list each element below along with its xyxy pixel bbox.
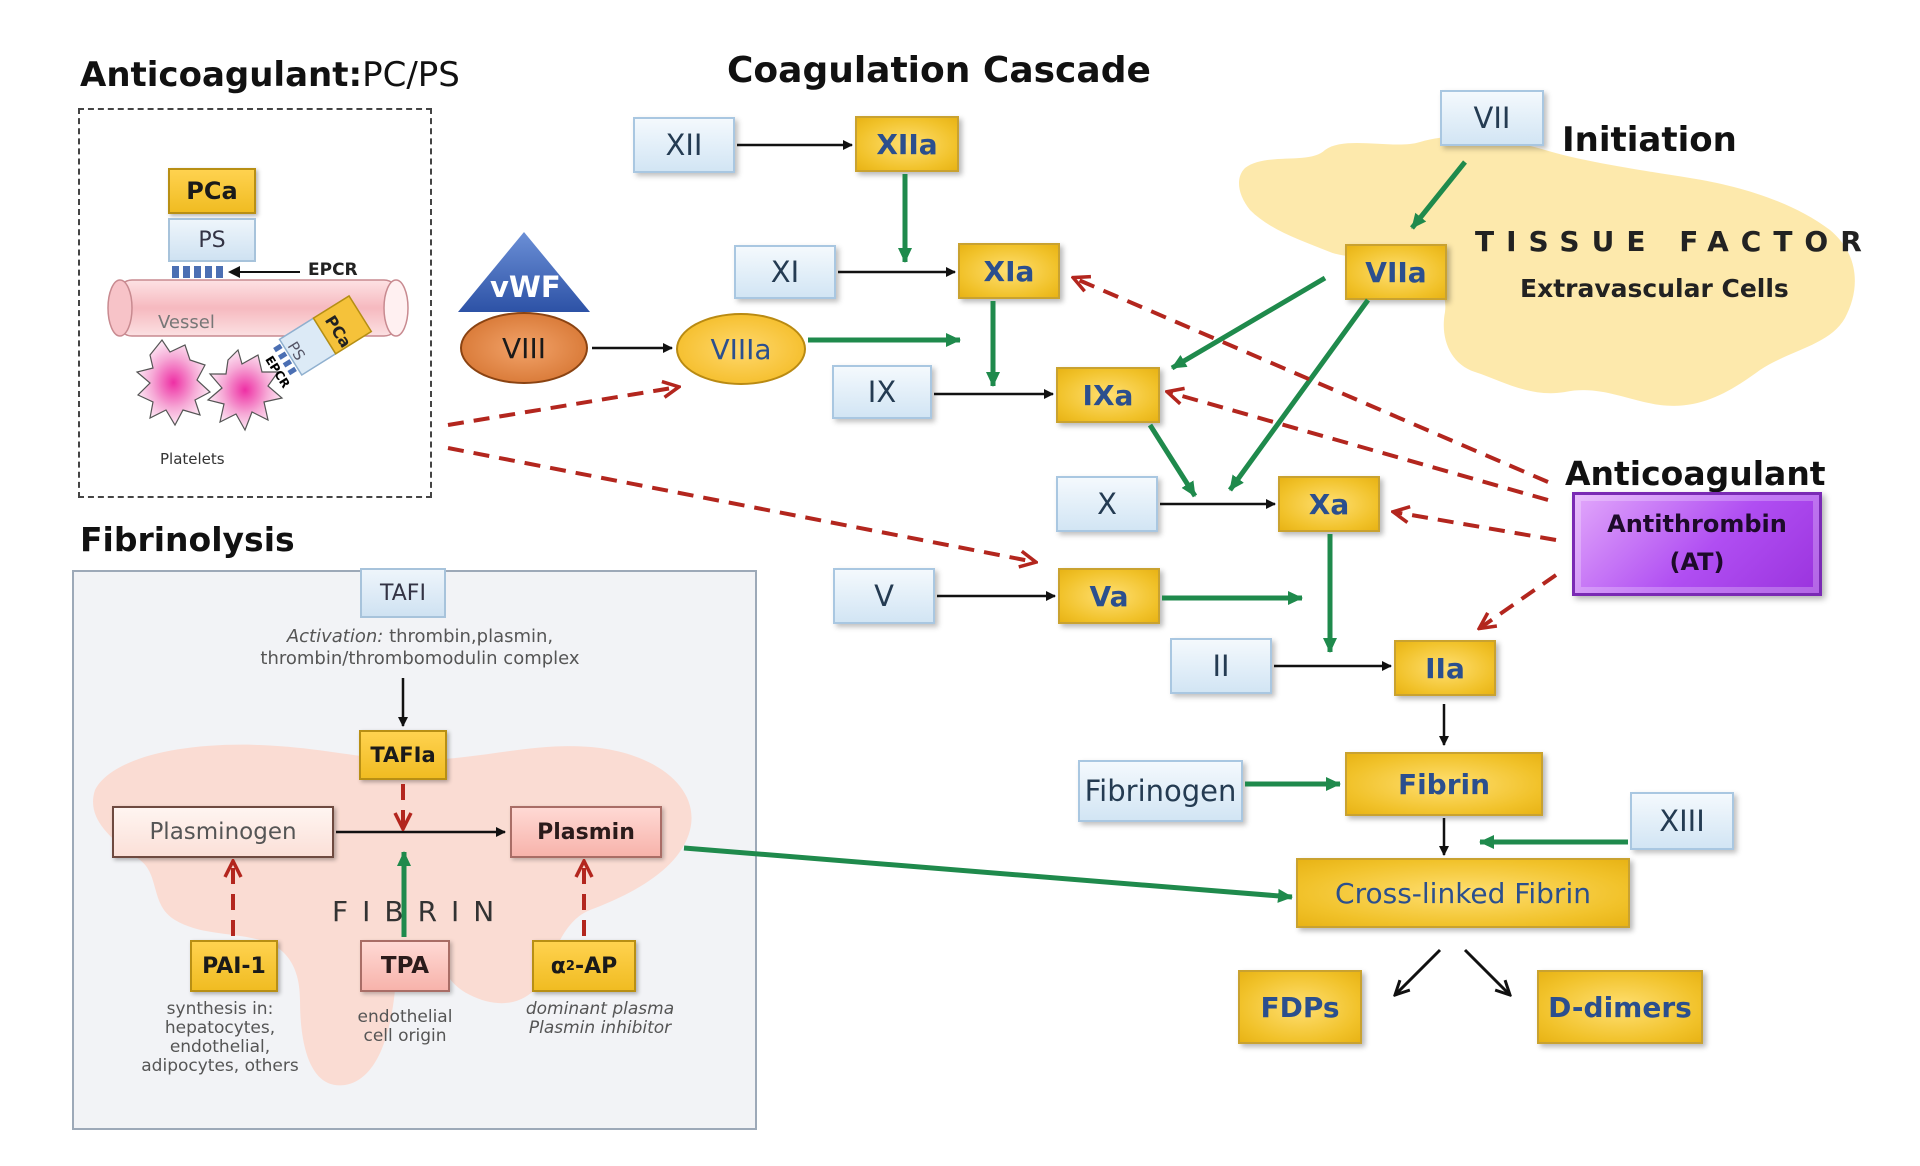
factor-xi: XI xyxy=(734,245,836,299)
factor-viiia: VIIIa xyxy=(676,313,806,385)
arrow-plasmin-to-crosslinked xyxy=(683,845,1293,903)
plasmin-box: Plasmin xyxy=(510,806,662,858)
vwf-label: vWF xyxy=(490,270,561,304)
fibrin-box: Fibrin xyxy=(1345,752,1543,816)
arrow-at-to-iia xyxy=(1480,573,1558,628)
factor-xia: XIa xyxy=(958,243,1060,299)
epcr-label: EPCR xyxy=(308,260,358,280)
fibrinogen-box: Fibrinogen xyxy=(1078,760,1243,822)
factor-ixa: IXa xyxy=(1056,367,1160,423)
factor-xa: Xa xyxy=(1278,476,1380,532)
tafi-activation-note: Activation: thrombin,plasmin, thrombin/t… xyxy=(260,626,580,669)
plasminogen-box: Plasminogen xyxy=(112,806,334,858)
arrow-vii-to-viia xyxy=(1410,160,1467,230)
tpa-box: TPA xyxy=(360,940,450,992)
antithrombin-abbr: (AT) xyxy=(1669,548,1725,576)
arrow-pcps-to-va xyxy=(447,446,1035,562)
arrow-at-to-ixa xyxy=(1168,392,1549,502)
anticoagulant-heading: Anticoagulant xyxy=(1565,454,1826,493)
a2ap-note: dominant plasma Plasmin inhibitor xyxy=(525,999,675,1038)
fibrinolysis-heading: Fibrinolysis xyxy=(80,520,295,559)
factor-vii: VII xyxy=(1440,90,1544,146)
factor-x: X xyxy=(1056,476,1158,532)
tissue-factor-label: TISSUE FACTOR xyxy=(1475,225,1874,258)
factor-xii: XII xyxy=(633,117,735,173)
tpa-note: endothelial cell origin xyxy=(357,1007,453,1046)
arrow-at-to-xia xyxy=(1074,278,1549,484)
factor-ix: IX xyxy=(832,365,932,419)
factor-va: Va xyxy=(1058,568,1160,624)
arrow-viia-to-x xyxy=(1227,298,1371,492)
factor-xiia: XIIa xyxy=(855,116,959,172)
platelets-label: Platelets xyxy=(160,450,225,468)
vessel-label: Vessel xyxy=(158,312,215,333)
initiation-heading: Initiation xyxy=(1562,120,1737,160)
pca-box: PCa xyxy=(168,168,256,214)
fibrin-background-label: FIBRIN xyxy=(332,895,509,928)
cascade-heading: Coagulation Cascade xyxy=(727,50,1151,91)
arrow-crosslinked-to-fdps xyxy=(1395,948,1442,995)
factor-viia: VIIa xyxy=(1345,244,1447,300)
factor-xiii: XIII xyxy=(1630,792,1734,850)
tafia-box: TAFIa xyxy=(359,730,447,780)
arrow-pcps-to-viiia xyxy=(447,387,678,427)
factor-ii: II xyxy=(1170,638,1272,694)
arrow-crosslinked-to-ddimers xyxy=(1463,948,1510,995)
arrow-viia-to-ixa xyxy=(1170,275,1327,371)
factor-v: V xyxy=(833,568,935,624)
arrow-ixa-to-xa xyxy=(1147,423,1198,498)
ps-box: PS xyxy=(168,218,256,262)
antithrombin-label: Antithrombin xyxy=(1607,510,1787,538)
arrow-at-to-xa xyxy=(1394,512,1557,542)
antithrombin-box: Antithrombin (AT) xyxy=(1572,492,1822,596)
fdps-box: FDPs xyxy=(1238,970,1362,1044)
tafi-box: TAFI xyxy=(360,568,446,618)
crosslinked-fibrin-box: Cross-linked Fibrin xyxy=(1296,858,1630,928)
pai1-note: synthesis in: hepatocytes, endothelial, … xyxy=(141,999,299,1076)
pai1-box: PAI-1 xyxy=(190,940,278,992)
factor-iia: IIa xyxy=(1394,640,1496,696)
factor-viii: VIII xyxy=(460,312,588,384)
extravascular-cells-label: Extravascular Cells xyxy=(1520,274,1789,303)
d-dimers-box: D-dimers xyxy=(1537,970,1703,1044)
pc-ps-heading: Anticoagulant:PC/PS xyxy=(80,55,460,95)
